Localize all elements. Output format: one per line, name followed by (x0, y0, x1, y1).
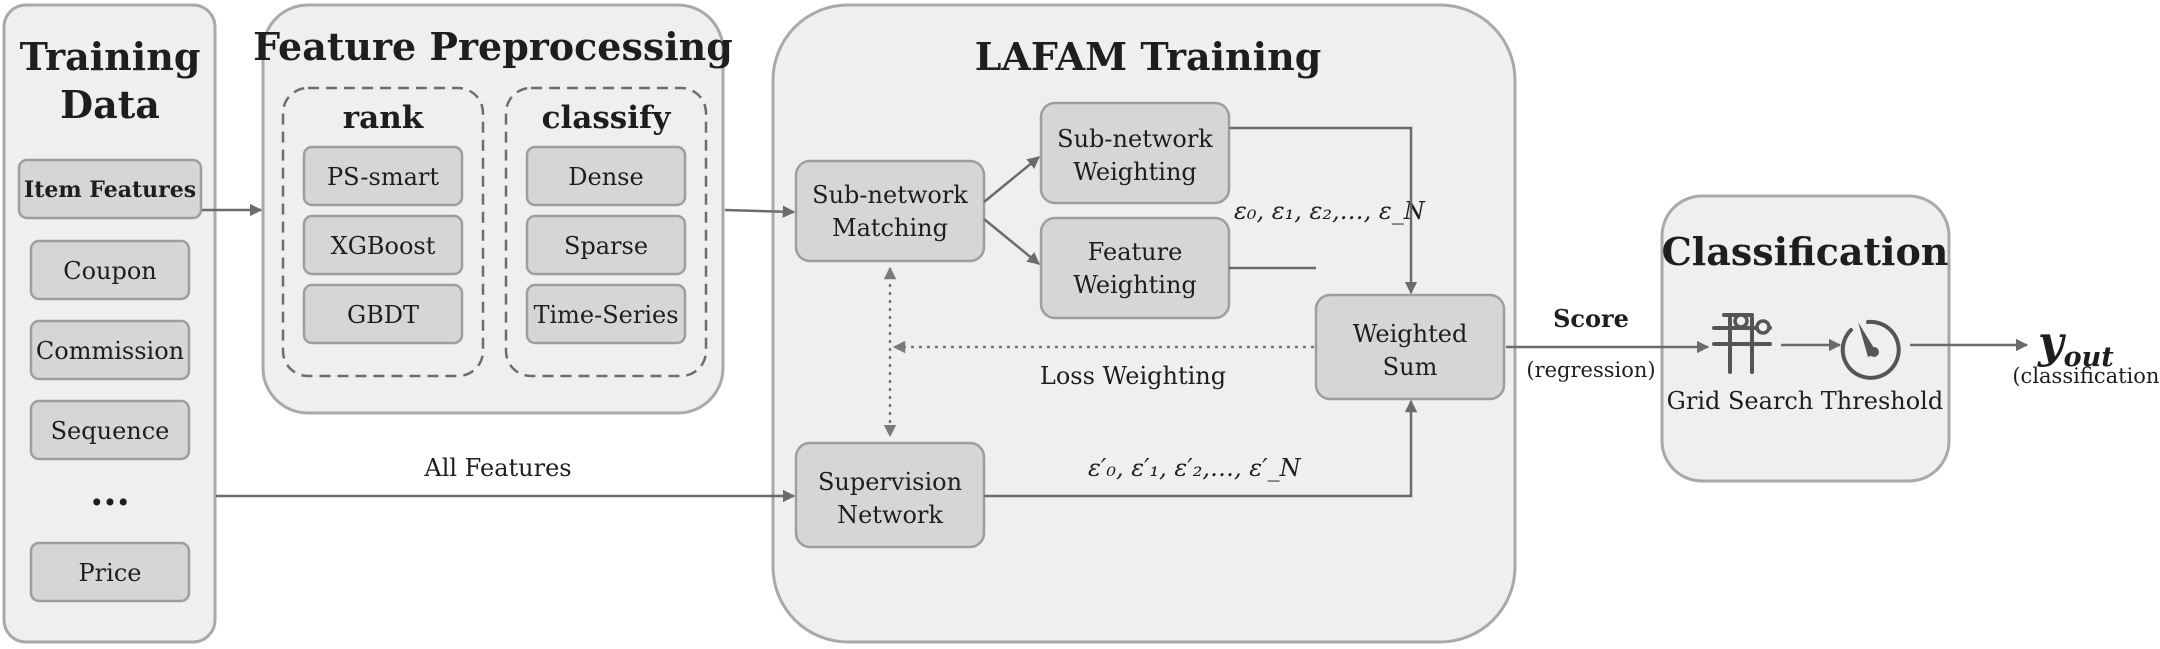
subnetwork-weighting-line1: Sub-network (1057, 125, 1213, 153)
time-series-box (525, 283, 687, 345)
edges (202, 126, 2029, 503)
price-box (29, 541, 191, 603)
output-sublabel: (classification) (2012, 364, 2160, 388)
lafam-training-panel: LAFAM Training Sub-network Matching Sub-… (771, 3, 1517, 644)
edge-supervision-to-sum (984, 399, 1418, 498)
dense-box (525, 145, 687, 207)
xgboost-box (302, 214, 464, 276)
output-y: yout (2037, 317, 2114, 373)
training-data-panel: Training Data Item Features Coupon Commi… (2, 3, 217, 644)
training-item-features: Item Features (24, 177, 196, 203)
threshold-gauge-icon (1840, 319, 1901, 380)
output-symbol: yout (classification) (2012, 317, 2160, 388)
item-features-box (17, 158, 203, 220)
output-y-subscript: out (2064, 342, 2115, 373)
classify-item-dense: Dense (568, 163, 643, 191)
subnetwork-matching-line2: Matching (832, 214, 948, 242)
weighted-sum-line2: Sum (1383, 353, 1438, 381)
edge-matching-to-subnet-weighting (983, 156, 1040, 203)
feature-preprocessing-title: Feature Preprocessing (253, 24, 733, 69)
training-item-ellipsis: ... (90, 469, 130, 514)
sparse-box (525, 214, 687, 276)
edge-subnet-weighting-to-sum (1229, 126, 1418, 295)
feature-weighting-node (1039, 216, 1231, 320)
weighted-sum-line1: Weighted (1353, 320, 1468, 348)
sequence-box (29, 399, 191, 461)
supervision-network-line2: Network (837, 501, 943, 529)
classify-group (504, 86, 708, 378)
loss-weighting-label: Loss Weighting (1040, 362, 1226, 390)
subnetwork-matching-node (794, 159, 986, 263)
classify-item-time-series: Time-Series (533, 301, 678, 329)
supervision-network-line1: Supervision (818, 468, 962, 496)
rank-item-xgboost: XGBoost (331, 232, 436, 260)
threshold-label: Threshold (1821, 387, 1943, 415)
all-features-label: All Features (423, 454, 571, 482)
classify-title: classify (542, 100, 672, 136)
coupon-box (29, 239, 191, 301)
subnetwork-matching-line1: Sub-network (812, 181, 968, 209)
grid-search-icon (1712, 313, 1772, 374)
edge-preprocessing-to-matching (724, 205, 796, 218)
feature-weighting-line2: Weighting (1073, 271, 1197, 299)
rank-item-gbdt: GBDT (347, 301, 419, 329)
rank-title: rank (343, 100, 425, 136)
classification-panel: Classification Grid Search Threshold (1660, 194, 1951, 483)
training-data-title-line2: Data (60, 82, 160, 127)
score-label: Score (1553, 304, 1629, 333)
subnetwork-weighting-node (1039, 101, 1231, 205)
classify-item-sparse: Sparse (564, 232, 648, 260)
score-sublabel: (regression) (1526, 358, 1655, 382)
epsilon-prime-label: ε′₀, ε′₁, ε′₂,…, ε′_N (1088, 454, 1302, 482)
edge-matching-to-feature-weighting (983, 218, 1040, 265)
subnetwork-weighting-line2: Weighting (1073, 158, 1197, 186)
training-item-commission: Commission (36, 337, 184, 365)
ps-smart-box (302, 145, 464, 207)
feature-preprocessing-panel: Feature Preprocessing rank PS-smart XGBo… (253, 3, 733, 415)
rank-group (281, 86, 485, 378)
epsilon-label: ε₀, ε₁, ε₂,…, ε_N (1234, 197, 1426, 225)
feature-weighting-line1: Feature (1088, 238, 1183, 266)
training-item-sequence: Sequence (51, 417, 170, 445)
commission-box (29, 319, 191, 381)
training-data-title-line1: Training (20, 34, 201, 79)
rank-item-ps-smart: PS-smart (327, 163, 439, 191)
grid-search-label: Grid Search (1667, 387, 1814, 415)
output-y-main: y (2037, 317, 2067, 368)
training-item-price: Price (79, 559, 142, 587)
gbdt-box (302, 283, 464, 345)
lafam-training-title: LAFAM Training (975, 34, 1322, 79)
training-item-coupon: Coupon (63, 257, 157, 285)
classification-title: Classification (1662, 229, 1949, 274)
weighted-sum-node (1314, 293, 1506, 401)
